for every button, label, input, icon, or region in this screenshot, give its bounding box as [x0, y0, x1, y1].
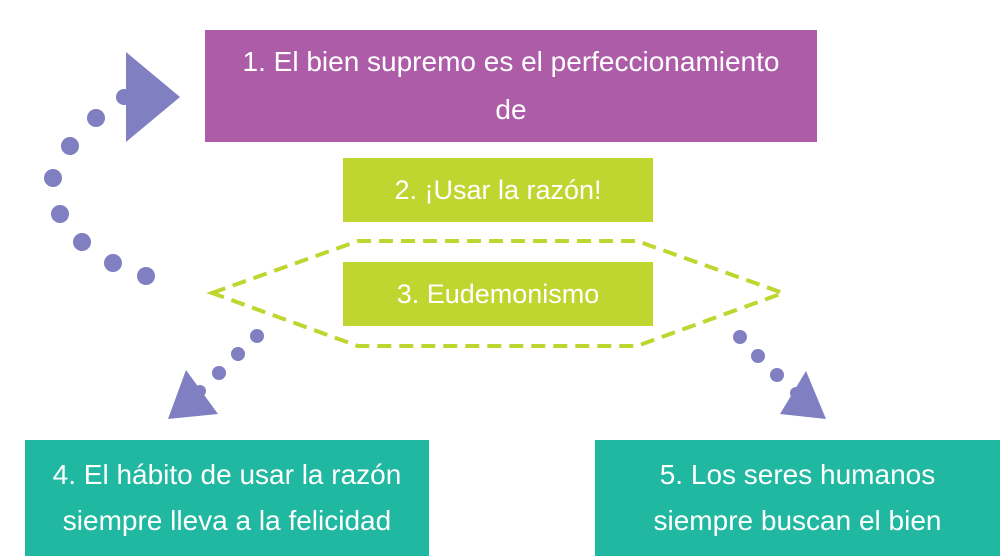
box-5-line-2: siempre buscan el bien	[653, 505, 942, 536]
box-3-text: 3. Eudemonismo	[396, 278, 600, 309]
box-4-line-2: siempre lleva a la felicidad	[62, 505, 392, 536]
left-arrow-dot	[231, 347, 245, 361]
left-arrow-dot	[212, 366, 226, 380]
loop-dot	[51, 205, 69, 223]
dotted-curved-arrow-icon	[44, 52, 180, 285]
concept-box-5: 5. Los seres humanos siempre buscan el b…	[595, 440, 1000, 556]
concept-box-1: 1. El bien supremo es el perfeccionamien…	[205, 30, 817, 142]
dashed-hexagon-outline	[206, 239, 789, 348]
left-arrow-dot	[250, 329, 264, 343]
loop-dot	[73, 233, 91, 251]
loop-dot	[44, 169, 62, 187]
loop-arrowhead	[126, 52, 180, 142]
box-5-line-1: 5. Los seres humanos	[659, 459, 936, 490]
right-arrow-dot	[733, 330, 747, 344]
loop-dot	[137, 267, 155, 285]
concept-box-3: 3. Eudemonismo	[343, 262, 653, 326]
box-2-text: 2. ¡Usar la razón!	[394, 174, 602, 205]
right-arrow-dot	[751, 349, 765, 363]
loop-dot	[61, 137, 79, 155]
left-arrowhead	[168, 370, 218, 419]
concept-box-2: 2. ¡Usar la razón!	[343, 158, 653, 222]
loop-dot	[87, 109, 105, 127]
dotted-arrow-down-right-icon	[733, 330, 826, 419]
box-1-text: 1. El bien supremo es el perfeccionamien…	[242, 46, 780, 125]
concept-box-4: 4. El hábito de usar la razón siempre ll…	[25, 440, 429, 556]
right-arrow-dot	[770, 368, 784, 382]
box-4-line-1: 4. El hábito de usar la razón	[52, 459, 402, 490]
dotted-arrow-down-left-icon	[168, 329, 264, 419]
loop-dot	[104, 254, 122, 272]
right-arrowhead	[780, 371, 826, 419]
